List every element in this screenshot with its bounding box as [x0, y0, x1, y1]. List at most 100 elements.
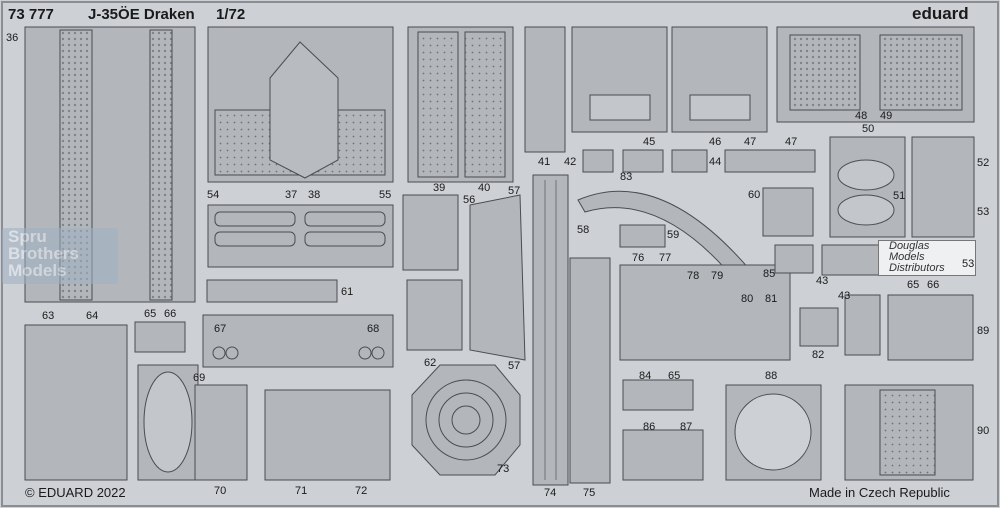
part-number: 73: [497, 463, 510, 475]
part-number: 71: [295, 485, 308, 497]
part-65-66-left: [134, 321, 186, 353]
part-number: 37: [285, 189, 298, 201]
part-number: 90: [977, 425, 990, 437]
part-number: 51: [893, 190, 906, 202]
brand-logo: eduard: [912, 4, 969, 23]
part-56: [402, 194, 459, 271]
part-number: 46: [709, 136, 722, 148]
part-number: 56: [463, 194, 476, 206]
part-number: 47: [785, 136, 798, 148]
part-number: 45: [643, 136, 656, 148]
part-43: [844, 294, 881, 356]
part-number: 67: [214, 323, 227, 335]
part-number: 62: [424, 357, 437, 369]
part-44: [671, 149, 708, 173]
part-73: [411, 364, 521, 476]
distributor-line2: Models: [889, 251, 925, 263]
part-number: 65: [907, 279, 920, 291]
part-number: 89: [977, 325, 990, 337]
origin-text: Made in Czech Republic: [809, 485, 950, 500]
part-number: 79: [711, 270, 724, 282]
kit-scale: 1/72: [216, 6, 246, 23]
part-number: 55: [379, 189, 392, 201]
part-number: 65: [144, 308, 157, 320]
part-61: [206, 279, 338, 303]
part-63-64: [24, 324, 128, 481]
part-number: 50: [862, 123, 875, 135]
part-74: [532, 174, 569, 486]
part-59: [619, 224, 666, 248]
part-number: 42: [564, 156, 577, 168]
watermark-line1: Spru: [8, 227, 47, 246]
part-70: [194, 384, 248, 481]
part-number: 41: [538, 156, 551, 168]
part-number: 65: [668, 370, 681, 382]
part-number: 49: [880, 110, 893, 122]
part-number: 68: [367, 323, 380, 335]
part-number: 69: [193, 372, 206, 384]
kit-number: 73 777: [8, 6, 54, 23]
part-57: [469, 194, 526, 361]
distributor-line1: Douglas: [889, 240, 930, 252]
part-82: [799, 307, 839, 347]
part-number: 53: [962, 258, 975, 270]
part-number: 57: [508, 185, 521, 197]
part-number: 88: [765, 370, 778, 382]
part-84-85: [622, 379, 694, 411]
part-number: 54: [207, 189, 220, 201]
part-number: 66: [164, 308, 177, 320]
kit-name: J-35ÖE Draken: [88, 6, 195, 23]
part-number: 47: [744, 136, 757, 148]
part-number: 83: [620, 171, 633, 183]
part-number: 52: [977, 157, 990, 169]
part-41: [524, 26, 566, 153]
part-89: [887, 294, 974, 361]
part-number: 80: [741, 293, 754, 305]
part-number: 44: [709, 156, 722, 168]
part-number: 66: [927, 279, 940, 291]
part-number: 86: [643, 421, 656, 433]
watermark-line2: Brothers: [8, 244, 79, 263]
part-number: 43: [838, 290, 851, 302]
part-85-top: [774, 244, 814, 274]
part-45: [622, 149, 664, 173]
part-45-block-b: [671, 26, 768, 133]
distributor-stamp: Douglas Models Distributors: [878, 240, 976, 276]
watermark-logo: Spru Brothers Models: [2, 228, 118, 284]
part-number: 48: [855, 110, 868, 122]
part-number: 75: [583, 487, 596, 499]
part-number: 76: [632, 252, 645, 264]
part-number: 43: [816, 275, 829, 287]
part-number: 70: [214, 485, 227, 497]
part-71-72: [264, 389, 391, 481]
part-number: 38: [308, 189, 321, 201]
part-number: 63: [42, 310, 55, 322]
part-46-47: [724, 149, 816, 173]
part-number: 58: [577, 224, 590, 236]
watermark-line3: Models: [8, 261, 67, 280]
part-number: 77: [659, 252, 672, 264]
part-42: [582, 149, 614, 173]
part-number: 74: [544, 487, 557, 499]
part-number: 85: [763, 268, 776, 280]
part-86-87: [622, 429, 704, 481]
distributor-line3: Distributors: [889, 262, 945, 274]
part-number: 64: [86, 310, 99, 322]
part-number: 36: [6, 32, 19, 44]
part-number: 81: [765, 293, 778, 305]
copyright-text: © EDUARD 2022: [25, 485, 126, 500]
part-number: 87: [680, 421, 693, 433]
part-52-53: [911, 136, 975, 238]
part-43-top: [821, 244, 881, 276]
part-62: [406, 279, 463, 351]
part-number: 40: [478, 182, 491, 194]
part-number: 60: [748, 189, 761, 201]
part-75: [569, 257, 611, 484]
part-number: 61: [341, 286, 354, 298]
part-number: 82: [812, 349, 825, 361]
part-number: 39: [433, 182, 446, 194]
part-number: 72: [355, 485, 368, 497]
part-number: 57: [508, 360, 521, 372]
